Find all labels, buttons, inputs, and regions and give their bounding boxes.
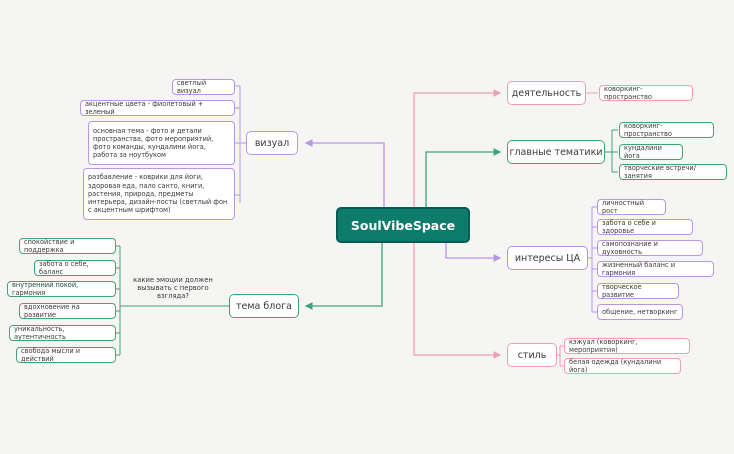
branch-blog-theme[interactable]: тема блога — [229, 294, 299, 318]
leaf-main-topics-1[interactable]: коворкинг-пространство — [619, 122, 714, 138]
leaf-interests-5[interactable]: творческое развитие — [597, 283, 679, 299]
leaf-visual-4[interactable]: разбавление - коврики для йоги, здоровая… — [83, 168, 235, 220]
connector-style — [413, 243, 502, 359]
branch-audience-interests[interactable]: интересы ЦА — [507, 246, 588, 270]
leaf-interests-4[interactable]: жизненный баланс и гармония — [597, 261, 714, 277]
leaf-blog-1[interactable]: спокойствие и поддержка — [19, 238, 116, 254]
connector-interests — [445, 243, 502, 262]
leaf-interests-2[interactable]: забота о себе и здоровье — [597, 219, 693, 235]
leaf-visual-3[interactable]: основная тема - фото и детали пространст… — [88, 121, 235, 165]
connector-main-topics — [425, 148, 502, 207]
blog-theme-question: какие эмоции должен вызывать с первого в… — [133, 276, 213, 301]
leaf-style-1[interactable]: кэжуал (коворкинг, мероприятия) — [564, 338, 690, 354]
leaf-interests-3[interactable]: самопознание и духовность — [597, 240, 703, 256]
connector-activity — [413, 89, 502, 207]
branch-visual[interactable]: визуал — [246, 131, 298, 155]
leaf-blog-5[interactable]: уникальность, аутентичность — [9, 325, 116, 341]
leaf-blog-3[interactable]: внутренний покой, гармония — [7, 281, 116, 297]
leaf-visual-2[interactable]: акцентные цвета - фиолетовый + зеленый — [80, 100, 235, 116]
root-node[interactable]: SoulVibeSpace — [336, 207, 470, 243]
leaf-interests-1[interactable]: личностный рост — [597, 199, 666, 215]
leaf-activity-1[interactable]: коворкинг-пространство — [599, 85, 693, 101]
leaf-main-topics-3[interactable]: творческие встречи/занятия — [619, 164, 727, 180]
branch-style[interactable]: стиль — [507, 343, 557, 367]
leaf-visual-1[interactable]: светлый визуал — [172, 79, 235, 95]
branch-main-topics[interactable]: главные тематики — [507, 140, 605, 164]
leaf-blog-4[interactable]: вдохновение на развитие — [19, 303, 116, 319]
leaf-blog-6[interactable]: свобода мысли и действий — [16, 347, 116, 363]
leaf-style-2[interactable]: белая одежда (кундалини йога) — [564, 358, 681, 374]
leaf-main-topics-2[interactable]: кундалини йога — [619, 144, 683, 160]
connector-visual — [304, 139, 385, 207]
branch-activity[interactable]: деятельность — [507, 81, 586, 105]
connector-blog — [304, 243, 383, 310]
leaf-interests-6[interactable]: общение, нетворкинг — [597, 304, 683, 320]
leaf-blog-2[interactable]: забота о себе, баланс — [34, 260, 116, 276]
